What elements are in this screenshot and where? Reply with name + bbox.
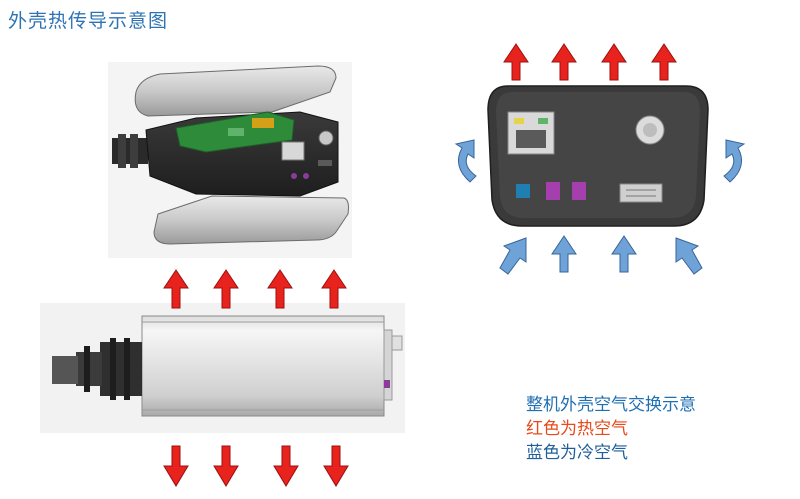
hot-arrow-down <box>213 445 239 487</box>
cold-arrow-diagonal <box>675 237 703 275</box>
cold-air-arrows <box>454 139 746 275</box>
hot-arrow-up <box>163 269 189 309</box>
cold-arrow-curved-right <box>723 139 746 183</box>
hot-arrow-down <box>323 445 349 487</box>
legend: 整机外壳空气交换示意 红色为热空气 蓝色为冷空气 <box>526 393 696 465</box>
hot-arrow-up <box>651 43 677 81</box>
legend-line-air-exchange: 整机外壳空气交换示意 <box>526 395 696 415</box>
power-connector <box>318 130 334 146</box>
hot-arrow-up <box>551 43 577 81</box>
cold-arrow-curved-left <box>454 139 477 183</box>
ethernet-port <box>281 141 305 161</box>
rear-view-camera-illustration <box>487 85 709 227</box>
page-title: 外壳热传导示意图 <box>8 10 169 32</box>
upper-shell <box>134 65 337 117</box>
lens-side <box>100 342 142 396</box>
hot-arrow-up <box>503 43 529 81</box>
camera-body-side <box>141 315 385 417</box>
legend-line-hot-air: 红色为热空气 <box>526 419 628 439</box>
legend-line-cold-air: 蓝色为冷空气 <box>526 443 628 463</box>
hot-arrow-down <box>273 445 299 487</box>
lower-shell <box>153 195 349 245</box>
hot-arrow-up <box>267 269 293 309</box>
purple-port-1 <box>546 182 560 200</box>
hot-arrow-down <box>163 445 189 487</box>
cold-arrow-up <box>551 235 577 273</box>
hot-arrow-up <box>213 269 239 309</box>
purple-port-2 <box>572 182 586 200</box>
cold-arrow-diagonal <box>499 237 527 275</box>
hot-air-arrows <box>163 43 677 487</box>
hot-arrow-up <box>601 43 627 81</box>
side-view-camera-illustration <box>52 315 403 417</box>
exploded-camera-illustration <box>112 65 349 245</box>
blue-port <box>516 184 530 198</box>
hot-arrow-up <box>321 269 347 309</box>
terminal-block <box>619 183 663 203</box>
cold-arrow-up <box>611 235 637 273</box>
